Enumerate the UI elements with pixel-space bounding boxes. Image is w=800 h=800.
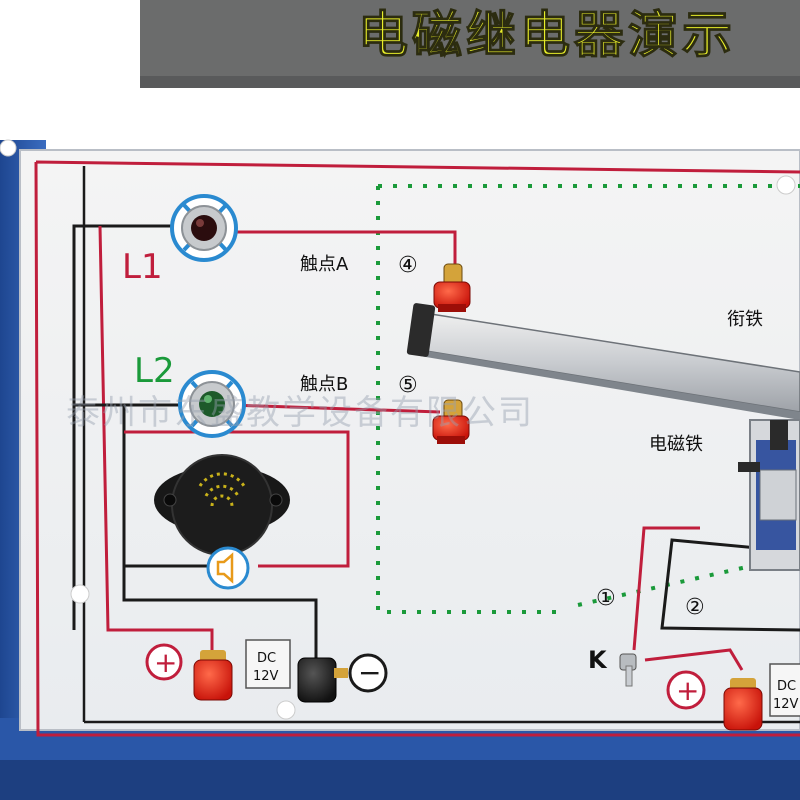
wire-buzzer-black bbox=[122, 405, 318, 660]
power-left-minus-symbol bbox=[348, 653, 388, 693]
power-left-red-terminal[interactable] bbox=[193, 650, 233, 701]
power-right-plus-symbol bbox=[666, 670, 706, 710]
wire-l2-red bbox=[229, 403, 441, 414]
lamp-l1-label: L1 bbox=[122, 247, 163, 287]
dc-box-right bbox=[769, 663, 800, 717]
board-edge bbox=[19, 149, 800, 731]
red-border-wire bbox=[34, 160, 800, 737]
power-left-plus-text: + bbox=[154, 646, 177, 679]
wire-right-black bbox=[660, 538, 800, 632]
power-left-plus-symbol bbox=[145, 643, 183, 681]
wire-left-red-loop bbox=[98, 225, 214, 660]
frame-bottom-shade bbox=[0, 760, 800, 800]
electromagnet-label: 电磁铁 bbox=[649, 434, 703, 455]
switch-k[interactable] bbox=[619, 653, 637, 687]
terminal-1-number: ① bbox=[596, 586, 616, 611]
power-right-red-terminal[interactable] bbox=[723, 678, 763, 731]
dc-right-line2: 12V bbox=[773, 697, 799, 712]
board-base bbox=[20, 150, 800, 730]
contact-b-number: ⑤ bbox=[398, 373, 418, 398]
switch-k-label: K bbox=[588, 646, 608, 674]
wire-l1-red bbox=[230, 230, 457, 270]
screw-cap bbox=[776, 175, 796, 195]
power-left-black-terminal[interactable] bbox=[297, 657, 348, 703]
terminal-2-number: ② bbox=[685, 595, 705, 620]
screw-cap bbox=[0, 139, 17, 157]
screw-cap bbox=[276, 700, 296, 720]
lamp-l2 bbox=[178, 370, 246, 438]
contact-a-terminal[interactable] bbox=[433, 263, 471, 312]
title-plate-shade bbox=[140, 76, 800, 88]
green-dotted-box bbox=[376, 184, 800, 614]
wire-buzzer-red bbox=[124, 430, 350, 568]
contact-a-label: 触点A bbox=[300, 254, 349, 275]
dc-left-line1: DC bbox=[257, 651, 276, 666]
watermark-text: 泰州市东盛教学设备有限公司 bbox=[66, 393, 534, 433]
black-border-line bbox=[82, 166, 800, 724]
electromagnet bbox=[738, 419, 800, 571]
wire-switch-red bbox=[644, 648, 744, 671]
contact-b-label: 触点B bbox=[300, 374, 348, 395]
power-right-plus-text: + bbox=[676, 674, 699, 707]
armature-bar bbox=[406, 303, 800, 420]
contact-a-number: ④ bbox=[398, 253, 418, 278]
dc-left-line2: 12V bbox=[253, 669, 279, 684]
armature-label: 衔铁 bbox=[727, 309, 763, 330]
speaker-icon bbox=[206, 546, 250, 590]
power-left-minus-text: − bbox=[358, 656, 381, 689]
lamp-l2-label: L2 bbox=[134, 351, 175, 391]
buzzer bbox=[154, 454, 290, 556]
wire-right-red bbox=[632, 526, 700, 651]
lamp-l1 bbox=[170, 194, 238, 262]
panel-title: 电磁继电器演示 bbox=[358, 6, 736, 64]
dc-right-line1: DC bbox=[777, 679, 796, 694]
title-plate bbox=[140, 0, 800, 88]
screw-cap bbox=[70, 584, 90, 604]
dc-box-left bbox=[245, 639, 291, 689]
wire-l1-black bbox=[72, 224, 200, 630]
contact-b-terminal[interactable] bbox=[432, 399, 470, 444]
